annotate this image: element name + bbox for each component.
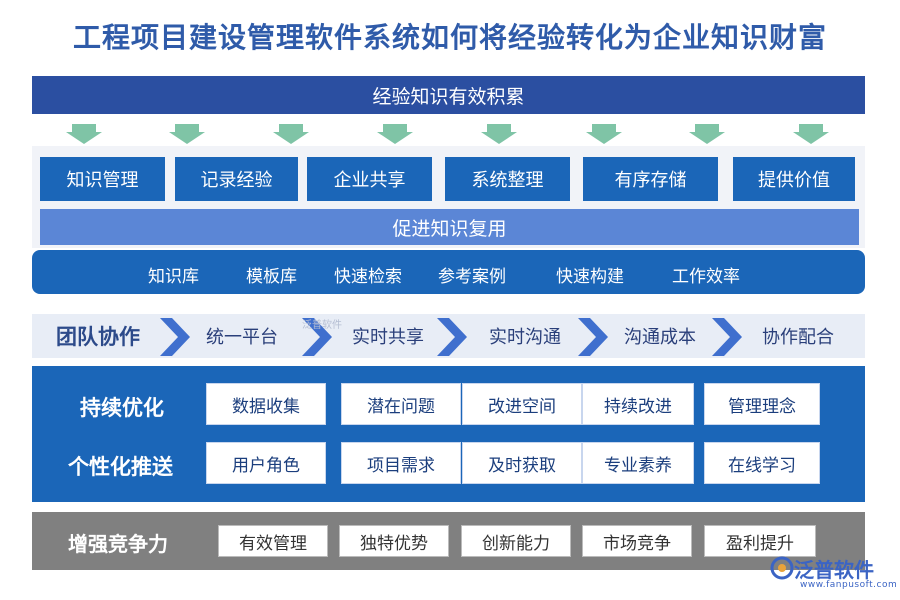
compete-item: 盈利提升: [704, 525, 816, 557]
down-arrow-icon: [481, 124, 517, 144]
tool-item: 快速构建: [556, 267, 624, 287]
optimize-item: 管理理念: [704, 383, 820, 425]
optimize-item: 潜在问题: [341, 383, 461, 425]
chevron-right-icon: [712, 318, 742, 356]
page-title: 工程项目建设管理软件系统如何将经验转化为企业知识财富: [72, 21, 827, 54]
flow-item: 统一平台: [206, 327, 278, 348]
optimize-item: 持续改进: [582, 383, 694, 425]
down-arrow-icon: [586, 124, 622, 144]
step-box: 提供价值: [733, 157, 855, 201]
flow-item: 协作配合: [762, 327, 834, 348]
step-box: 有序存储: [583, 157, 718, 201]
compete-item: 创新能力: [461, 525, 571, 557]
compete-item: 有效管理: [218, 525, 328, 557]
personal-item: 及时获取: [462, 442, 582, 484]
down-arrow-icon: [66, 124, 102, 144]
down-arrow-icon: [793, 124, 829, 144]
personal-item: 专业素养: [582, 442, 694, 484]
tool-item: 快速检索: [334, 267, 402, 287]
tool-item: 参考案例: [438, 267, 506, 287]
chevron-right-icon: [578, 318, 608, 356]
flow-lead: 团队协作: [56, 325, 140, 349]
chevron-right-icon: [302, 318, 332, 356]
personal-item: 用户角色: [206, 442, 326, 484]
down-arrow-icon: [169, 124, 205, 144]
optimize-label: 持续优化: [80, 396, 164, 420]
brand-name: 泛普软件: [794, 558, 874, 582]
down-arrow-icon: [377, 124, 413, 144]
tool-item: 模板库: [246, 267, 297, 287]
tool-item: 工作效率: [672, 267, 740, 287]
step-box: 知识管理: [40, 157, 165, 201]
step-box: 企业共享: [307, 157, 432, 201]
header-bar: 经验知识有效积累: [32, 76, 865, 114]
down-arrow-icon: [689, 124, 725, 144]
watermark: 泛普软件: [302, 320, 342, 331]
flow-item: 实时沟通: [489, 327, 561, 348]
personal-item: 项目需求: [341, 442, 461, 484]
tool-item: 知识库: [148, 267, 199, 287]
brand-logo: 泛普软件 www.fanpusoft.com: [770, 552, 898, 596]
step-box: 记录经验: [175, 157, 298, 201]
reuse-bar: 促进知识复用: [40, 209, 859, 245]
optimize-item: 改进空间: [462, 383, 582, 425]
flow-item: 沟通成本: [624, 327, 696, 348]
brand-url: www.fanpusoft.com: [800, 580, 898, 590]
personal-label: 个性化推送: [68, 455, 173, 479]
tools-bar: 知识库 模板库 快速检索 参考案例 快速构建 工作效率: [32, 250, 865, 294]
chevron-right-icon: [160, 318, 190, 356]
down-arrow-icon: [273, 124, 309, 144]
optimize-item: 数据收集: [206, 383, 326, 425]
compete-item: 独特优势: [339, 525, 449, 557]
flow-item: 实时共享: [352, 327, 424, 348]
step-box: 系统整理: [445, 157, 570, 201]
personal-item: 在线学习: [704, 442, 820, 484]
compete-label: 增强竞争力: [68, 532, 168, 556]
chevron-right-icon: [437, 318, 467, 356]
brand-logo-icon: [770, 556, 794, 580]
compete-item: 市场竞争: [582, 525, 692, 557]
